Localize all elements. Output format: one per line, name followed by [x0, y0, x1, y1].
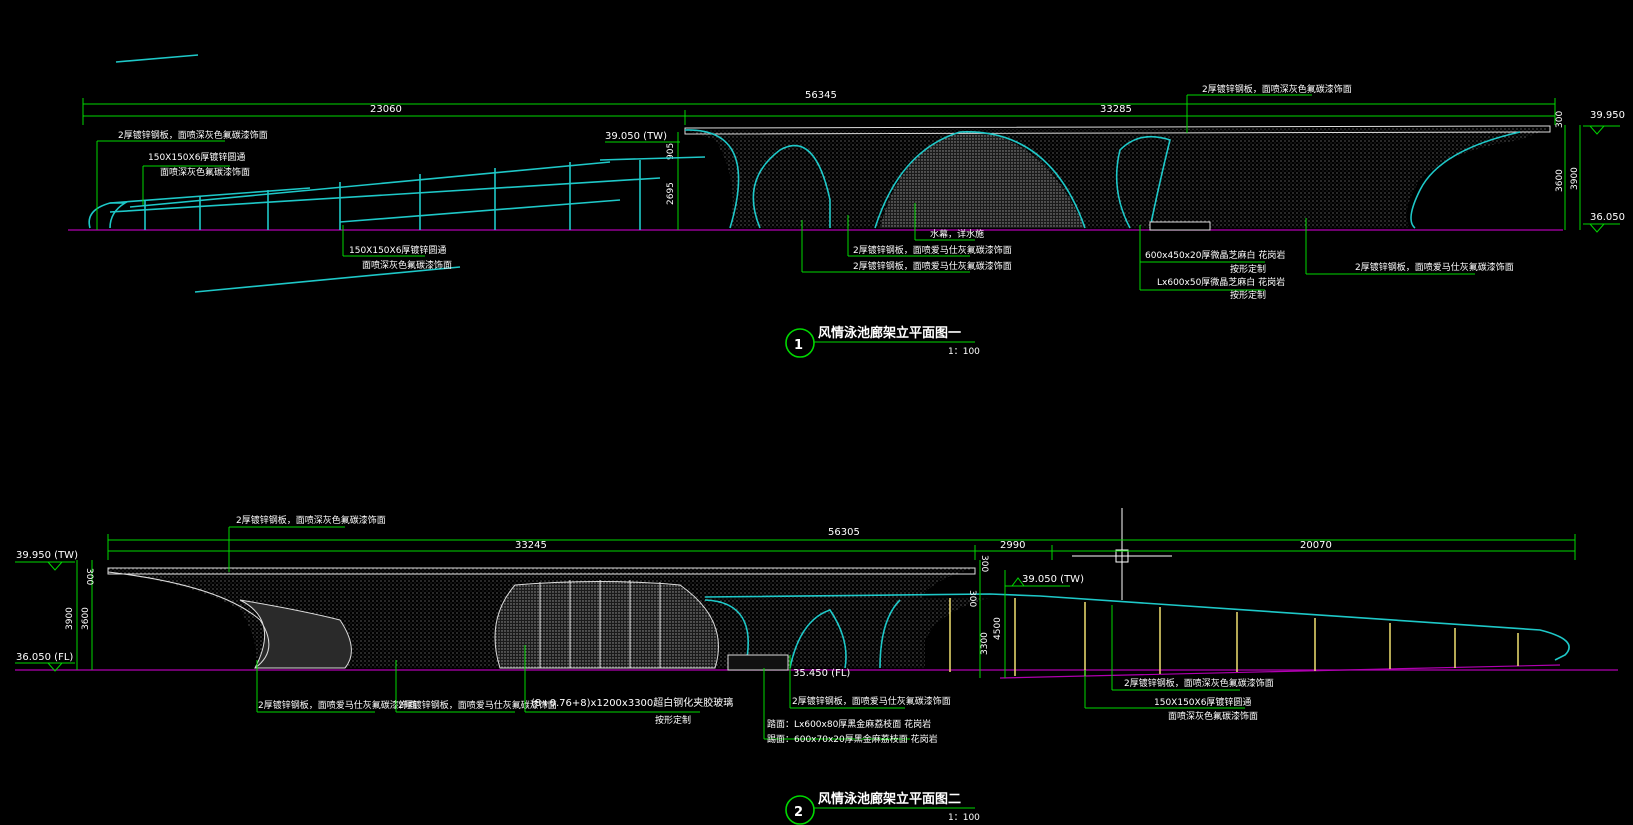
drawing-title-2: 风情泳池廊架立平面图二 [818, 791, 961, 807]
note-5: 2厚镀锌钢板，面喷爱马仕灰氟碳漆饰面 [792, 695, 951, 707]
drawing-scale-1: 1：100 [948, 347, 980, 357]
glass-mullions [539, 580, 661, 668]
dim-2695: 2695 [666, 182, 676, 205]
dim-3300: 3300 [980, 632, 990, 655]
level-fl: 36.050 (FL) [16, 652, 73, 663]
ramp-columns [949, 598, 1519, 676]
note-6: 踏面：Lx600x80厚黑金麻荔枝面 花岗岩 [767, 718, 931, 730]
note-9b: 按形定制 [1230, 289, 1266, 301]
arch-right [1115, 135, 1171, 229]
dim-905: 905 [666, 143, 676, 160]
arch-center-left [874, 131, 961, 229]
glass-panels [494, 581, 719, 669]
level-marker-bottom [15, 662, 75, 672]
note-2: 150X150X6厚镀锌圆通 [148, 151, 245, 163]
note-10: 2厚镀锌钢板，面喷爱马仕灰氟碳漆饰面 [1355, 261, 1514, 273]
note-2b: 面喷深灰色氟碳漆饰面 [160, 166, 250, 178]
dim-300c: 300 [967, 590, 977, 607]
elevation-2: 56305 33245 2990 20070 [15, 508, 1618, 825]
note-4: 2厚镀锌钢板，面喷深灰色氟碳漆饰面 [1202, 83, 1352, 95]
dim-total-2: 56305 [828, 527, 860, 538]
note-8: 2厚镀锌钢板，面喷深灰色氟碳漆饰面 [1124, 677, 1274, 689]
dim-3900: 3900 [65, 607, 75, 630]
bench [1149, 221, 1211, 231]
pergola-beam-2 [109, 177, 661, 213]
arch-center-right [959, 131, 1086, 229]
canopy-left-curve [107, 571, 270, 669]
note-8b: 按形定制 [1230, 263, 1266, 275]
dim-total: 56345 [805, 90, 837, 101]
note-3: 150X150X6厚镀锌圆通 [349, 244, 446, 256]
note-8: 600x450x20厚微晶芝麻白 花岗岩 [1145, 249, 1285, 261]
upper-roof-sweep [704, 593, 1570, 661]
dim-a: 33245 [515, 540, 547, 551]
upper-canopy-body [728, 598, 990, 668]
cad-cursor-crosshair [1072, 508, 1172, 600]
steps [727, 654, 789, 671]
drawing-number-1: 1 [794, 338, 803, 353]
dim-3600: 3600 [1555, 169, 1565, 192]
level-tw: 39.050 (TW) [605, 131, 667, 142]
level-tw2: 39.050 (TW) [1022, 574, 1084, 585]
note-7: 踢面：600x70x20厚黑金麻荔枝面 花岗岩 [767, 733, 938, 745]
note-1: 2厚镀锌钢板，面喷深灰色氟碳漆饰面 [118, 129, 268, 141]
elevation-1: 56345 23060 33285 39.050 (TW) 905 2695 [68, 54, 1625, 358]
dim-300b: 300 [979, 555, 989, 572]
slope-ground-line [999, 664, 1561, 679]
drawing-number-circle-1 [785, 328, 815, 358]
pergola-beam-4 [129, 161, 611, 208]
canopy-body [685, 128, 1550, 228]
level-marker-tw2 [1005, 577, 1070, 587]
dim-right: 33285 [1100, 104, 1132, 115]
level-bottom: 36.050 [1590, 212, 1625, 223]
note-9: 150X150X6厚镀锌圆通 [1154, 696, 1251, 708]
dim-3900: 3900 [1570, 167, 1580, 190]
water-curtain [880, 131, 1085, 228]
note-5: 水幕，详水施 [930, 228, 984, 240]
level-top: 39.950 [1590, 110, 1625, 121]
note-9: Lx600x50厚微晶芝麻白 花岗岩 [1157, 276, 1285, 288]
drawing-scale-2: 1：100 [948, 813, 980, 823]
upper-arch-2 [879, 599, 901, 669]
canopy-left-support [684, 129, 740, 229]
pergola-beam-lower [194, 266, 461, 293]
note-1: 2厚镀锌钢板，面喷深灰色氟碳漆饰面 [236, 514, 386, 526]
level-marker-top [1583, 125, 1620, 135]
pergola-columns [144, 160, 641, 230]
drawing-number-2: 2 [794, 805, 803, 820]
upper-arch-1 [789, 609, 847, 669]
note-2: 2厚镀锌钢板，面喷爱马仕灰氟碳漆饰面 [258, 699, 417, 711]
level-marker-top [15, 561, 75, 571]
pergola-left-end [88, 202, 128, 229]
note-4b: 按形定制 [655, 714, 691, 726]
dim-300: 300 [84, 568, 94, 585]
note-7: 2厚镀锌钢板，面喷爱马仕灰氟碳漆饰面 [853, 260, 1012, 272]
construction-line [115, 54, 199, 63]
dim-b: 2990 [1000, 540, 1025, 551]
dim-left: 23060 [370, 104, 402, 115]
dim-c: 20070 [1300, 540, 1332, 551]
dim-3600: 3600 [81, 607, 91, 630]
canopy-roof [684, 125, 1551, 135]
arch-left [752, 144, 831, 229]
drawing-number-circle-2 [785, 795, 815, 825]
dim-4500: 4500 [993, 617, 1003, 640]
dim-300: 300 [1555, 111, 1565, 128]
note-6: 2厚镀锌钢板，面喷爱马仕灰氟碳漆饰面 [853, 244, 1012, 256]
pergola-beam-3 [339, 199, 621, 223]
note-3: 2厚镀锌钢板，面喷爱马仕灰氟碳漆饰面 [398, 699, 557, 711]
drawing-title-1: 风情泳池廊架立平面图一 [818, 325, 961, 341]
note-3b: 面喷深灰色氟碳漆饰面 [362, 259, 452, 271]
level-fl2: 35.450 (FL) [793, 668, 850, 679]
note-4: (8+0.76+8)x1200x3300超白钢化夹胶玻璃 [531, 696, 733, 709]
canopy-right-sweep [1410, 131, 1521, 229]
note-9b: 面喷深灰色氟碳漆饰面 [1168, 710, 1258, 722]
level-tw: 39.950 (TW) [16, 550, 78, 561]
pergola-beam-5 [599, 156, 706, 161]
level-marker-bottom [1583, 223, 1620, 233]
